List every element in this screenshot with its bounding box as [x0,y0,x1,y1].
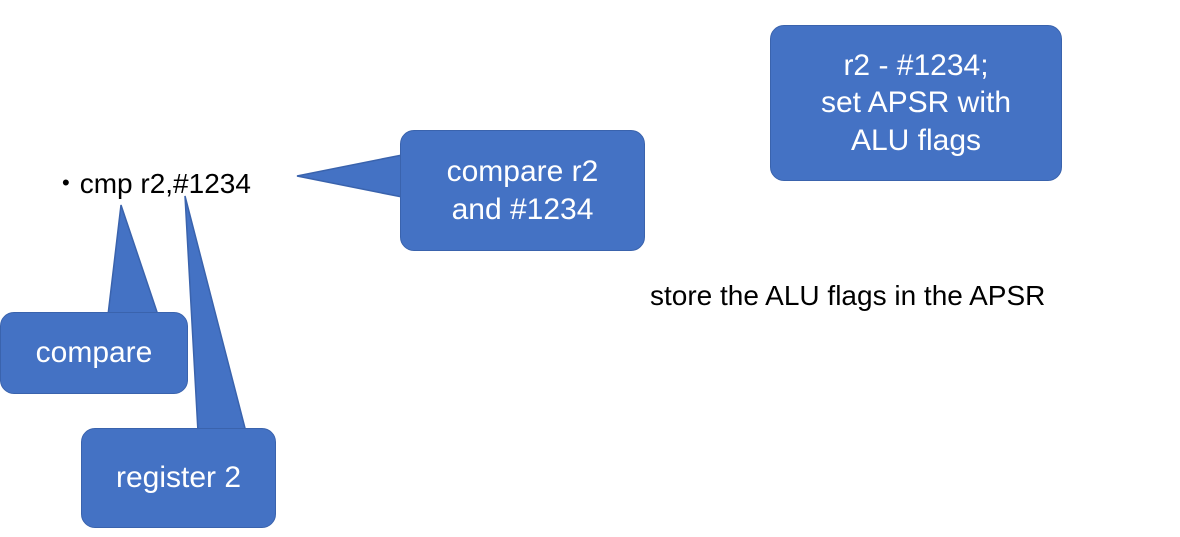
callout-compare-operands-line-1: compare r2 [446,155,599,188]
instruction-text: cmp r2,#1234 [79,168,251,199]
callout-register-text: register 2 [115,461,242,495]
callout-compare-operands-line-2: and #1234 [451,192,594,226]
callout-compare: compare [0,312,188,394]
callout-compare-operands: compare r2 and #1234 [400,130,645,251]
callout-result: r2 - #1234; set APSR with ALU flags [770,25,1062,181]
callout-result-line-3: ALU flags [850,123,982,157]
instruction-line: • cmp r2,#1234 [62,168,251,200]
pointer-compare-operands [296,154,403,198]
apsr-note: store the ALU flags in the APSR [650,280,1046,311]
pointer-register [184,195,247,433]
pointer-compare [107,204,160,316]
bullet: • [62,170,70,195]
callout-result-line-1: r2 - #1234; [843,48,989,82]
callout-result-line-2: set APSR with [820,86,1012,120]
callout-register: register 2 [81,428,276,528]
callout-compare-text: compare [35,336,153,370]
